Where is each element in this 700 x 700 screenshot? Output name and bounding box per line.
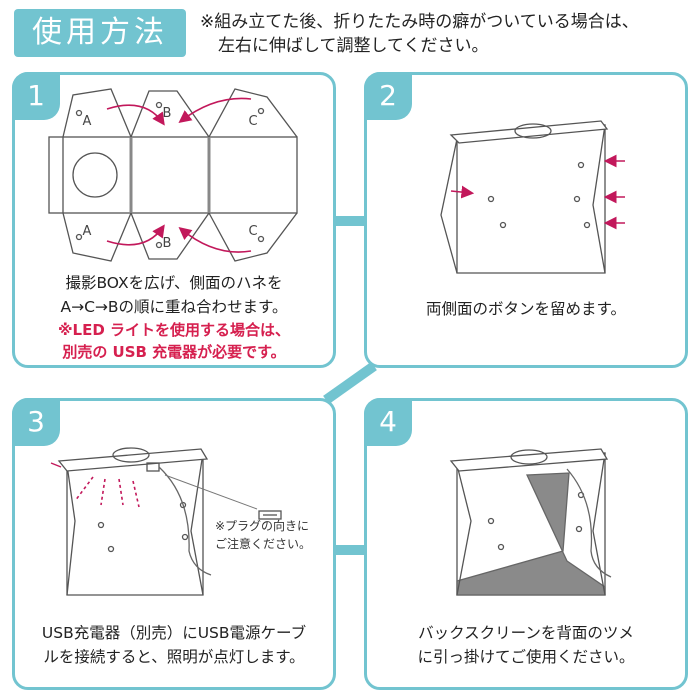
step-4-caption-line1: バックスクリーンを背面のツメ [418, 624, 634, 642]
step-3-caption-line1: USB充電器（別売）にUSB電源ケーブ [41, 624, 307, 642]
flap-label-c-top: C [248, 114, 257, 129]
unfolded-box-diagram: A B C A B C [48, 88, 298, 262]
step-2-panel: 2 両側面のボタンを留めます。 [364, 72, 688, 368]
step-3-number: 3 [12, 398, 60, 446]
box-with-usb-cable-diagram [50, 447, 282, 596]
step-1-caption: 撮影BOXを広げ、側面のハネを A→C→Bの順に重ね合わせます。 ※LED ライ… [15, 271, 333, 363]
step-1-caption-line1: 撮影BOXを広げ、側面のハネを [65, 274, 283, 292]
step-1-number: 1 [12, 72, 60, 120]
flap-label-c-bottom: C [248, 224, 257, 239]
step-3-panel: 3 ※プラグの向きに ご注意ください。 [12, 398, 336, 690]
step-2-number: 2 [364, 72, 412, 120]
plug-direction-callout: ※プラグの向きに ご注意ください。 [215, 517, 335, 553]
step-1-caption-line2: A→C→Bの順に重ね合わせます。 [60, 298, 288, 316]
step-4-caption-line2: に引っ掛けてご使用ください。 [417, 648, 635, 666]
step-1-panel: 1 A B C A B C [12, 72, 336, 368]
plug-direction-callout-line1: ※プラグの向きに [215, 519, 310, 533]
flap-label-b-top: B [163, 106, 172, 121]
flap-label-a-bottom: A [83, 224, 92, 239]
adjustment-note-line2: 左右に伸ばして調整してください。 [218, 36, 489, 56]
box-with-backscreen-diagram [449, 448, 612, 596]
adjustment-note-line1: ※組み立てた後、折りたたみ時の癖がついている場合は、 [200, 12, 639, 32]
led-warning-line2: 別売の USB 充電器が必要です。 [62, 343, 286, 361]
step-2-caption: 両側面のボタンを留めます。 [367, 297, 685, 321]
step-3-caption-line2: ルを接続すると、照明が点灯します。 [43, 648, 305, 666]
connector-3-4 [336, 545, 364, 555]
page-title: 使用方法 [14, 9, 186, 57]
plug-direction-callout-line2: ご注意ください。 [215, 537, 312, 551]
step-3-caption: USB充電器（別売）にUSB電源ケーブ ルを接続すると、照明が点灯します。 [15, 621, 333, 669]
step-4-caption: バックスクリーンを背面のツメ に引っ掛けてご使用ください。 [367, 621, 685, 669]
step-2-caption-line1: 両側面のボタンを留めます。 [426, 300, 626, 318]
led-warning-line1: ※LED ライトを使用する場合は、 [57, 321, 291, 339]
flap-label-a-top: A [83, 114, 92, 129]
flap-label-b-bottom: B [163, 236, 172, 251]
connector-1-2 [336, 216, 364, 226]
adjustment-note: ※組み立てた後、折りたたみ時の癖がついている場合は、 左右に伸ばして調整してくだ… [200, 10, 695, 58]
step-4-number: 4 [364, 398, 412, 446]
step-4-panel: 4 バックスクリーンを背面のツメ に引っ掛けてご使用ください。 [364, 398, 688, 690]
box-with-buttons-diagram [440, 120, 625, 274]
